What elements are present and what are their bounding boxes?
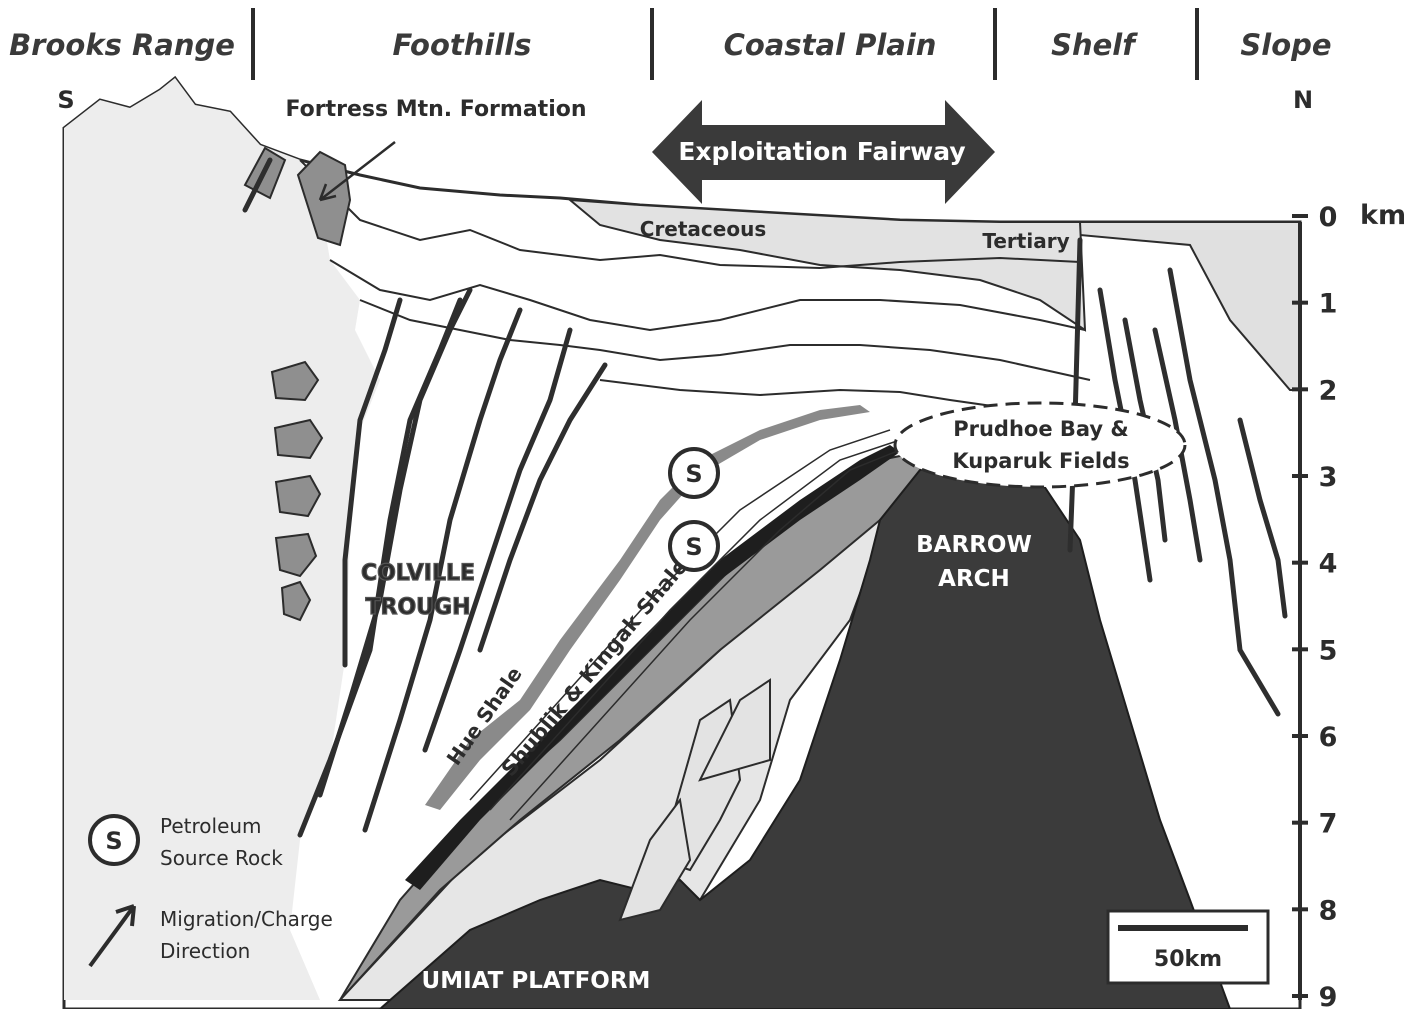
- compass-north: N: [1293, 86, 1313, 114]
- region-shelf: Shelf: [1051, 28, 1138, 62]
- depth-unit: km: [1360, 200, 1406, 231]
- compass-south: S: [57, 86, 74, 114]
- barrow-label-2: ARCH: [938, 566, 1010, 592]
- region-coastal-plain: Coastal Plain: [724, 28, 937, 62]
- legend-migration-line1: Migration/Charge: [160, 907, 333, 931]
- legend-source-symbol: S: [90, 816, 138, 864]
- fortress-label: Fortress Mtn. Formation: [285, 97, 586, 122]
- depth-tick-label: 4: [1319, 549, 1338, 580]
- depth-tick-label: 2: [1319, 375, 1338, 406]
- cretaceous-label: Cretaceous: [640, 217, 766, 241]
- scale-bar: 50km: [1108, 911, 1268, 983]
- source-symbol-lower: S: [670, 522, 718, 570]
- tertiary-label: Tertiary: [982, 229, 1069, 253]
- depth-axis: 0 1 2 3 4 5 6 7 8 9 km: [1292, 200, 1406, 1009]
- legend-source-line1: Petroleum: [160, 814, 262, 838]
- fairway-label: Exploitation Fairway: [678, 137, 965, 166]
- source-symbol-upper: S: [670, 449, 718, 497]
- scale-bar-label: 50km: [1154, 947, 1222, 972]
- depth-tick-label: 6: [1319, 722, 1338, 753]
- depth-tick-label: 7: [1319, 809, 1338, 840]
- depth-tick-label: 8: [1319, 895, 1338, 926]
- depth-tick-label: 1: [1319, 289, 1338, 320]
- depth-tick-label: 9: [1319, 982, 1338, 1009]
- prudhoe-label-1: Prudhoe Bay &: [953, 417, 1129, 441]
- barrow-label-1: BARROW: [916, 532, 1032, 558]
- prudhoe-label-2: Kuparuk Fields: [952, 449, 1129, 473]
- svg-text:S: S: [685, 533, 702, 561]
- region-brooks-range: Brooks Range: [9, 28, 235, 62]
- depth-tick-label: 0: [1319, 202, 1338, 233]
- colville-label-1: COLVILLE: [361, 561, 475, 586]
- region-slope: Slope: [1240, 28, 1331, 62]
- svg-text:S: S: [685, 460, 702, 488]
- depth-tick-label: 3: [1319, 462, 1338, 493]
- colville-label-2: TROUGH: [366, 595, 471, 620]
- depth-tick-label: 5: [1319, 635, 1338, 666]
- svg-text:S: S: [105, 827, 122, 855]
- legend-source-line2: Source Rock: [160, 846, 283, 870]
- prudhoe-fields-oval: [895, 403, 1185, 487]
- legend-migration-line2: Direction: [160, 939, 250, 963]
- umiat-label: UMIAT PLATFORM: [422, 968, 651, 994]
- region-foothills: Foothills: [393, 28, 532, 62]
